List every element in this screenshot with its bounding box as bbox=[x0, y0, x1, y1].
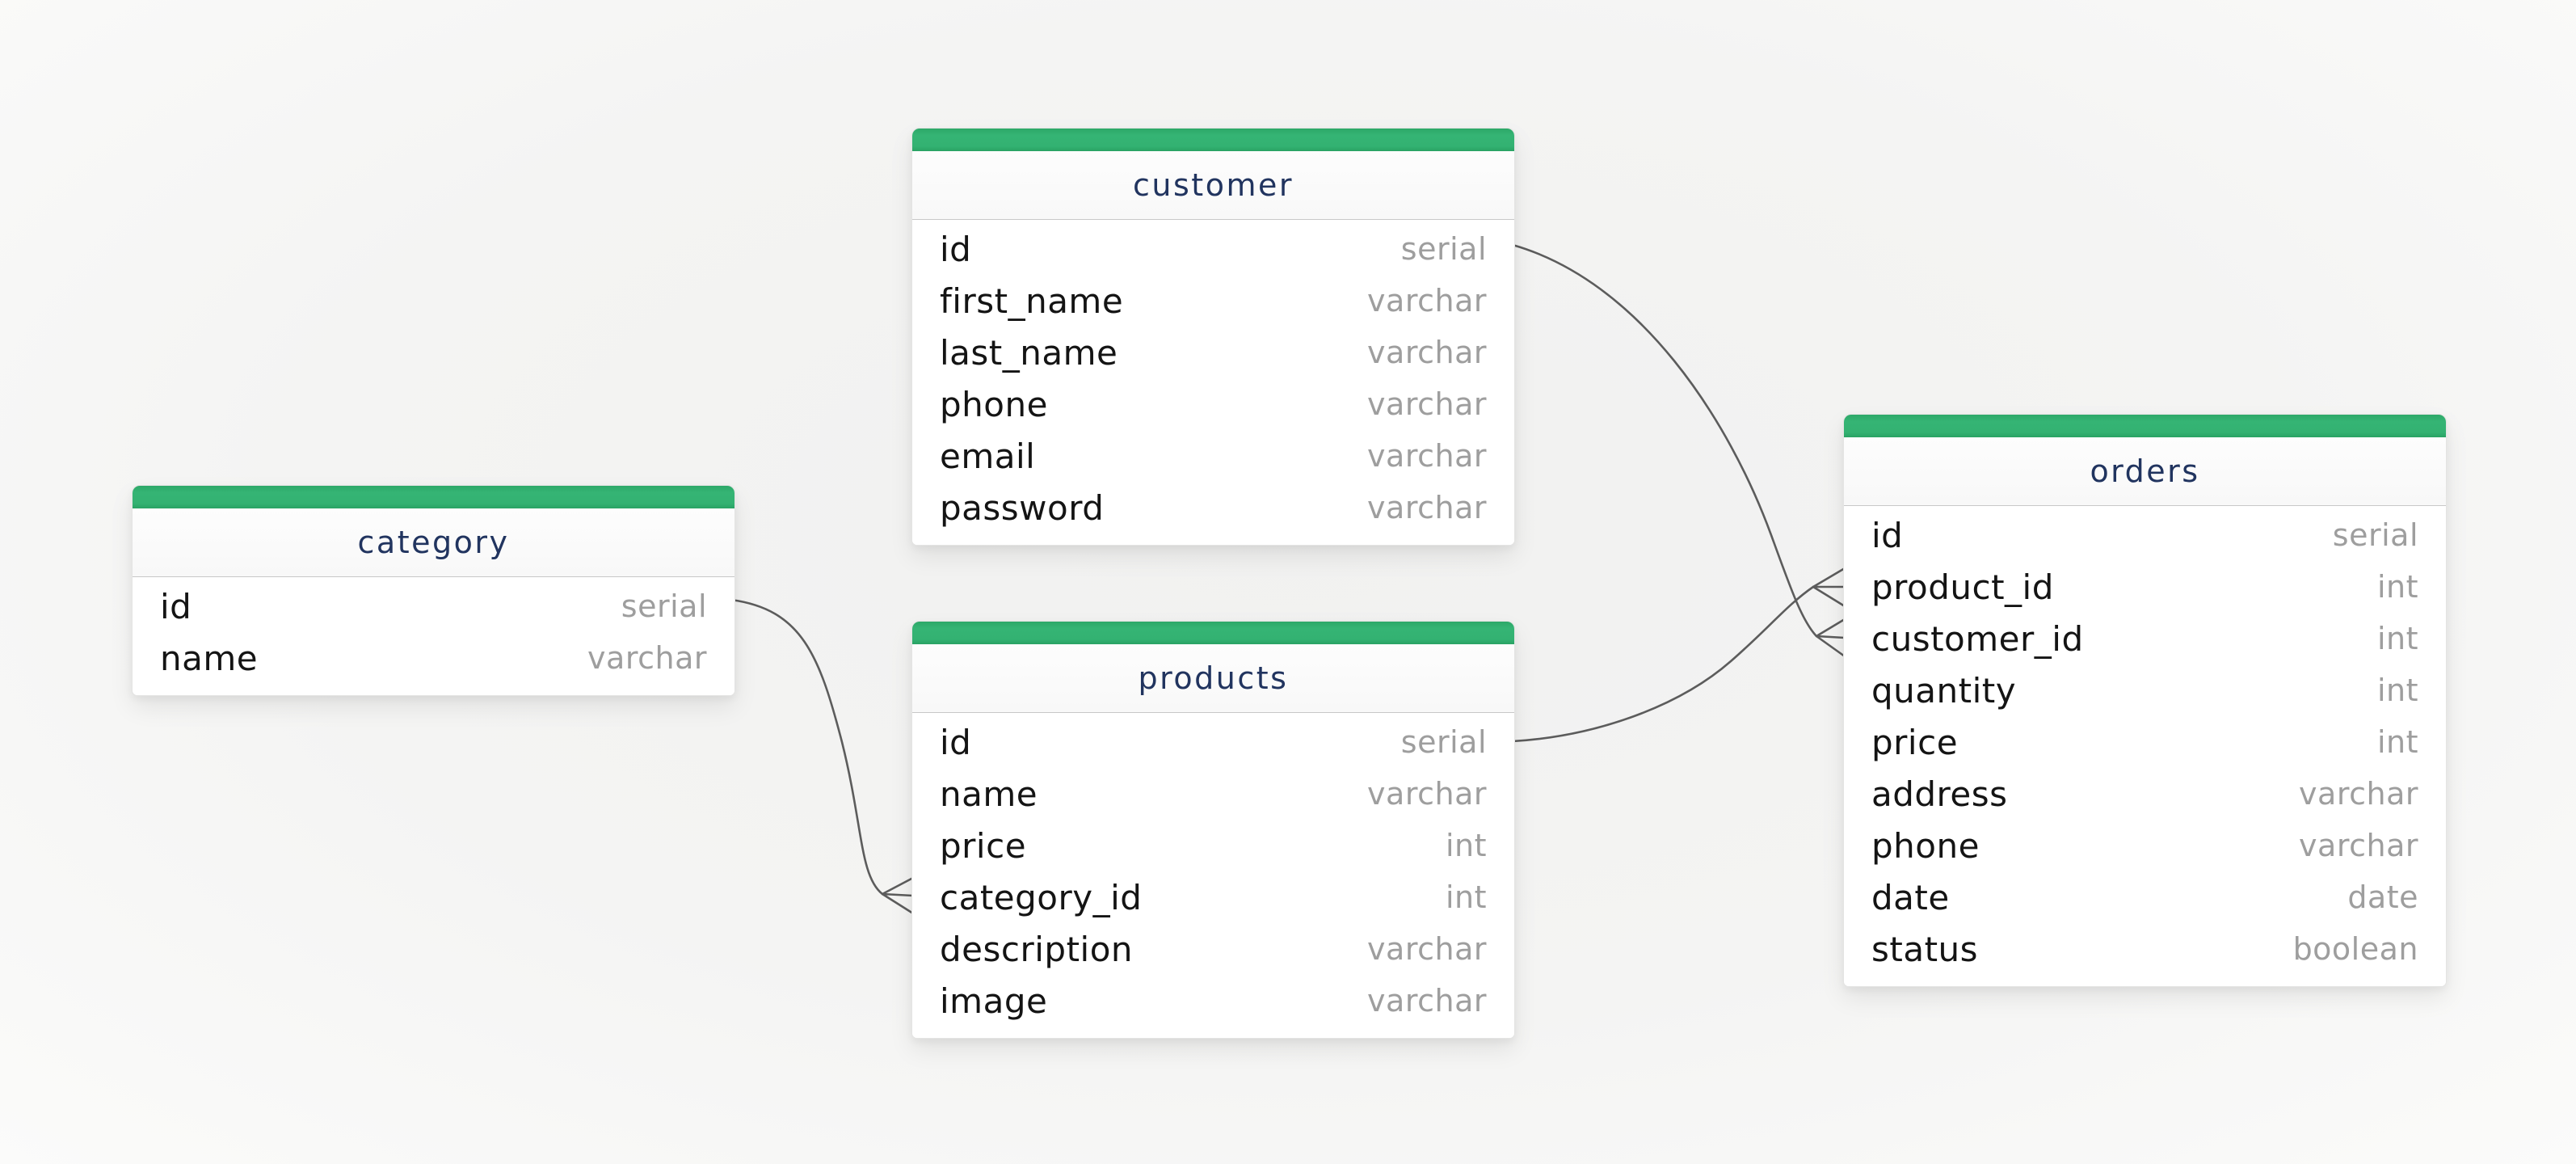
column-type: serial bbox=[621, 588, 707, 624]
table-header-bar bbox=[1844, 415, 2446, 437]
column-name: first_name bbox=[940, 280, 1124, 321]
column-row: phone varchar bbox=[1844, 820, 2446, 871]
table-title-orders: orders bbox=[1844, 437, 2446, 505]
column-name: quantity bbox=[1871, 670, 2017, 711]
column-type: varchar bbox=[1367, 283, 1487, 318]
column-row: id serial bbox=[912, 223, 1514, 275]
column-name: id bbox=[940, 722, 972, 762]
relation-customer-orders-line bbox=[1511, 243, 1818, 638]
column-type: varchar bbox=[1367, 931, 1487, 967]
column-row: price int bbox=[1844, 716, 2446, 768]
column-row: address varchar bbox=[1844, 768, 2446, 820]
relation-category-products-line bbox=[730, 598, 884, 896]
table-header-bar bbox=[133, 486, 734, 508]
column-row: quantity int bbox=[1844, 664, 2446, 716]
column-name: id bbox=[940, 229, 972, 269]
relation-category-products-crowfoot-icon bbox=[881, 876, 915, 915]
column-name: email bbox=[940, 436, 1036, 476]
column-type: int bbox=[1445, 879, 1487, 915]
column-type: int bbox=[2376, 673, 2418, 708]
table-card-orders[interactable]: orders id serial product_id int customer… bbox=[1843, 414, 2447, 987]
column-row: first_name varchar bbox=[912, 275, 1514, 327]
column-name: phone bbox=[1871, 825, 1980, 866]
column-row: password varchar bbox=[912, 482, 1514, 534]
column-type: serial bbox=[2332, 517, 2418, 553]
column-row: id serial bbox=[912, 716, 1514, 768]
relation-products-orders-line bbox=[1511, 585, 1815, 743]
column-type: varchar bbox=[1367, 438, 1487, 474]
column-row: email varchar bbox=[912, 430, 1514, 482]
column-name: image bbox=[940, 981, 1048, 1021]
column-name: id bbox=[1871, 515, 1904, 555]
column-row: product_id int bbox=[1844, 561, 2446, 613]
column-name: description bbox=[940, 929, 1134, 969]
column-name: password bbox=[940, 487, 1105, 528]
column-type: varchar bbox=[1367, 490, 1487, 525]
column-name: address bbox=[1871, 774, 2008, 814]
table-header-bar bbox=[912, 129, 1514, 151]
table-columns-orders: id serial product_id int customer_id int… bbox=[1844, 505, 2446, 986]
column-name: last_name bbox=[940, 332, 1118, 373]
column-type: varchar bbox=[1367, 386, 1487, 422]
table-columns-customer: id serial first_name varchar last_name v… bbox=[912, 219, 1514, 545]
column-type: serial bbox=[1400, 724, 1487, 760]
column-row: image varchar bbox=[912, 975, 1514, 1027]
column-row: description varchar bbox=[912, 923, 1514, 975]
column-type: varchar bbox=[1367, 776, 1487, 812]
column-type: varchar bbox=[2299, 776, 2418, 812]
table-title-customer: customer bbox=[912, 151, 1514, 219]
column-type: serial bbox=[1400, 231, 1487, 267]
column-row: phone varchar bbox=[912, 378, 1514, 430]
relation-customer-orders-crowfoot-icon bbox=[1815, 618, 1846, 658]
column-row: name varchar bbox=[912, 768, 1514, 820]
column-name: product_id bbox=[1871, 567, 2054, 607]
column-row: customer_id int bbox=[1844, 613, 2446, 664]
table-header-bar bbox=[912, 622, 1514, 644]
column-name: price bbox=[1871, 722, 1959, 762]
column-name: date bbox=[1871, 877, 1950, 917]
column-name: customer_id bbox=[1871, 618, 2084, 659]
column-type: int bbox=[2376, 724, 2418, 760]
table-title-category: category bbox=[133, 508, 734, 576]
column-name: name bbox=[940, 774, 1038, 814]
column-type: varchar bbox=[1367, 335, 1487, 370]
table-card-products[interactable]: products id serial name varchar price in… bbox=[911, 621, 1515, 1039]
column-type: varchar bbox=[2299, 828, 2418, 863]
column-name: id bbox=[160, 586, 192, 626]
table-columns-category: id serial name varchar bbox=[133, 576, 734, 695]
column-type: boolean bbox=[2292, 931, 2418, 967]
column-row: id serial bbox=[133, 580, 734, 632]
column-row: date date bbox=[1844, 871, 2446, 923]
wires-group bbox=[730, 243, 1846, 915]
column-type: date bbox=[2347, 879, 2418, 915]
column-name: phone bbox=[940, 384, 1048, 424]
column-row: name varchar bbox=[133, 632, 734, 684]
column-name: status bbox=[1871, 929, 1979, 969]
column-type: varchar bbox=[1367, 983, 1487, 1018]
column-row: price int bbox=[912, 820, 1514, 871]
column-type: varchar bbox=[587, 640, 707, 676]
column-row: category_id int bbox=[912, 871, 1514, 923]
column-row: last_name varchar bbox=[912, 327, 1514, 378]
table-card-customer[interactable]: customer id serial first_name varchar la… bbox=[911, 128, 1515, 546]
column-row: id serial bbox=[1844, 509, 2446, 561]
column-name: price bbox=[940, 825, 1027, 866]
column-type: int bbox=[1445, 828, 1487, 863]
table-card-category[interactable]: category id serial name varchar bbox=[132, 485, 735, 696]
column-type: int bbox=[2376, 569, 2418, 605]
relation-products-orders-crowfoot-icon bbox=[1812, 567, 1846, 608]
column-type: int bbox=[2376, 621, 2418, 656]
column-name: name bbox=[160, 638, 259, 678]
table-columns-products: id serial name varchar price int categor… bbox=[912, 712, 1514, 1038]
column-row: status boolean bbox=[1844, 923, 2446, 975]
table-title-products: products bbox=[912, 644, 1514, 712]
column-name: category_id bbox=[940, 877, 1143, 917]
